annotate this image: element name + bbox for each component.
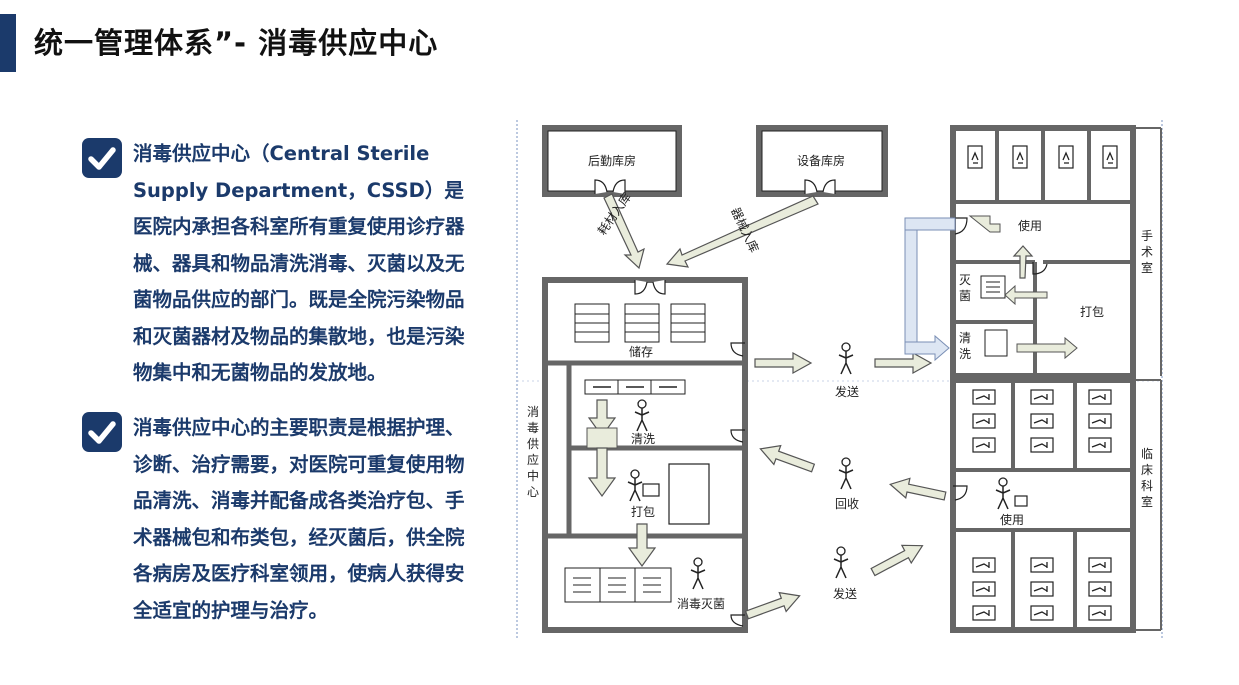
- bullet-text: 消毒供应中心（Central Sterile Supply Department…: [133, 142, 465, 384]
- svg-text:菌: 菌: [959, 289, 971, 303]
- equipment-storeroom: 设备库房: [756, 125, 888, 197]
- cssd-building: [542, 277, 748, 633]
- svg-text:床: 床: [1141, 463, 1153, 477]
- sterilization-room: 消毒灭菌: [564, 557, 725, 611]
- checkbox-icon: [82, 138, 122, 178]
- flow-send-top: 发送: [754, 342, 932, 399]
- cssd-vertical-label: 消 毒 供 应 中 心: [527, 405, 539, 499]
- svg-text:室: 室: [1141, 260, 1153, 275]
- operating-room-label: 手 术 室: [1133, 127, 1162, 376]
- flow-recycle: 回收: [756, 438, 948, 511]
- storage-room: 储存: [574, 303, 706, 359]
- cssd-floor-plan-diagram: 后勤库房 设备库房 耗材入库 器械入库 消 毒 供 应 中 心: [516, 120, 1163, 640]
- svg-text:应: 应: [527, 452, 539, 467]
- flow-label: 发送: [833, 586, 857, 601]
- title-accent-bar: [0, 14, 16, 72]
- svg-text:灭: 灭: [959, 273, 971, 287]
- svg-text:供: 供: [527, 437, 539, 451]
- svg-text:室: 室: [1141, 494, 1153, 509]
- svg-text:临: 临: [1141, 447, 1153, 461]
- or-pack-label: 打包: [1080, 305, 1104, 319]
- packing-room: 打包: [587, 447, 710, 568]
- svg-text:洗: 洗: [959, 347, 971, 361]
- page-title: 统一管理体系”- 消毒供应中心: [34, 26, 439, 60]
- room-label: 打包: [631, 505, 655, 519]
- bullet-text: 消毒供应中心的主要职责是根据护理、诊断、治疗需要，对医院可重复使用物品清洗、消毒…: [133, 416, 465, 622]
- cleaning-room: 清洗: [584, 379, 686, 449]
- consumables-inbound-arrow: 耗材入库: [594, 190, 645, 270]
- flow-label: 回收: [835, 497, 859, 511]
- storeroom-label: 后勤库房: [588, 153, 636, 168]
- or-use-label: 使用: [1018, 218, 1042, 233]
- operating-room-block: 使用 灭 菌 打包 清 洗: [904, 125, 1136, 379]
- svg-text:手: 手: [1141, 229, 1153, 243]
- clinical-dept-label: 临 床 科 室: [1133, 379, 1162, 631]
- svg-text:术: 术: [1141, 245, 1153, 259]
- svg-text:中: 中: [527, 468, 539, 483]
- storeroom-label: 设备库房: [797, 153, 845, 168]
- flow-label: 发送: [835, 384, 859, 399]
- room-label: 清洗: [631, 432, 655, 446]
- checkbox-icon: [82, 412, 122, 452]
- svg-text:清: 清: [959, 331, 971, 345]
- logistics-storeroom: 后勤库房: [542, 125, 682, 197]
- svg-text:科: 科: [1141, 479, 1153, 493]
- instruments-inbound-arrow: 器械入库: [665, 195, 819, 268]
- clinic-use-label: 使用: [1000, 512, 1024, 527]
- svg-text:毒: 毒: [527, 421, 539, 435]
- flow-send-bottom: 发送: [742, 536, 928, 625]
- svg-text:消: 消: [527, 405, 539, 419]
- svg-text:心: 心: [527, 485, 539, 499]
- room-label: 消毒灭菌: [677, 597, 725, 611]
- room-label: 储存: [629, 344, 653, 359]
- clinical-dept-block: 使用: [950, 377, 1136, 633]
